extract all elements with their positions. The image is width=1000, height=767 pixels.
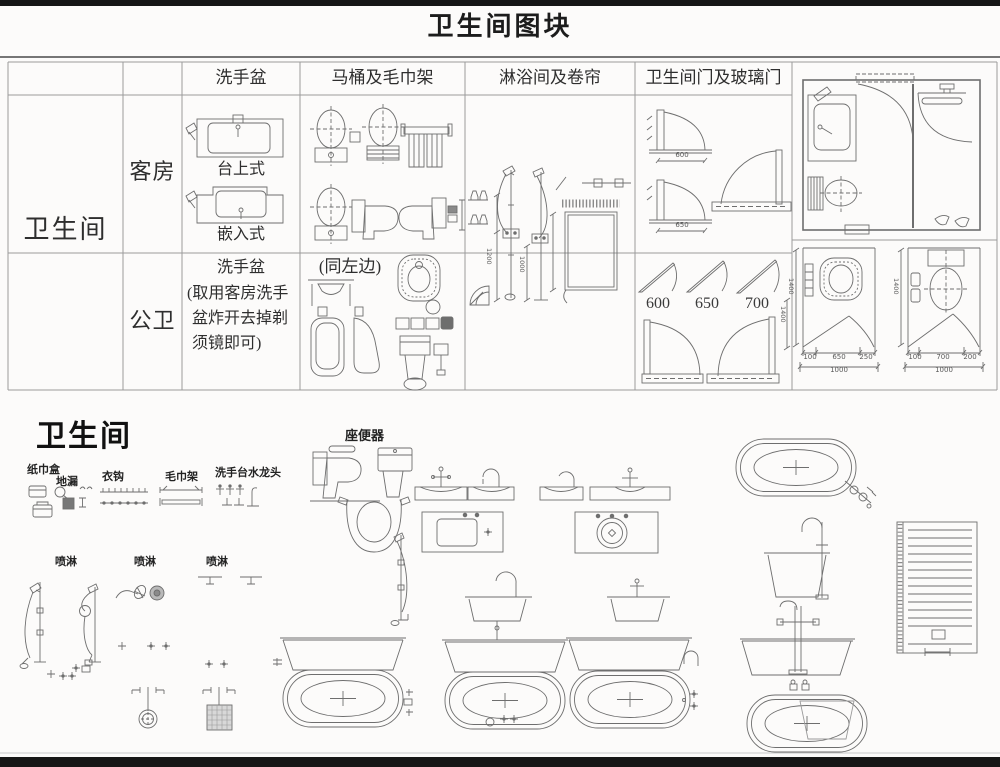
- shower-height-dim-1200: 1200: [485, 248, 494, 265]
- shower-height-dim-1000: 1000: [518, 256, 527, 273]
- stall-left-w2: 650: [832, 353, 846, 361]
- column-header-toilet-towel: 马桶及毛巾架: [331, 68, 434, 87]
- row-header-guest: 客房: [129, 159, 176, 184]
- stall-left-total: 1000: [830, 366, 848, 374]
- row-header-public: 公卫: [129, 308, 176, 333]
- legend-title: 卫生间: [36, 420, 132, 453]
- door-size-600: 600: [646, 295, 670, 312]
- legend-label-spray-1: 喷淋: [55, 556, 77, 568]
- legend-label-towel-rack: 毛巾架: [165, 471, 198, 483]
- door-dim-600: 600: [675, 151, 689, 159]
- top-border-strip: [0, 0, 1000, 6]
- stall-right-height-dim: 1400: [892, 278, 901, 295]
- drawing-stalls: [792, 247, 986, 372]
- door-height-dim: 1400: [779, 306, 788, 323]
- drawing-shower-column: [468, 165, 631, 306]
- drawing-basins: [414, 466, 671, 554]
- public-sink-note-line3: 盆炸开去掉剃: [192, 310, 289, 327]
- drawing-doors-public: [637, 259, 791, 384]
- column-header-shower-blind: 淋浴间及卷帘: [499, 68, 601, 87]
- stall-right-w3: 200: [963, 353, 977, 361]
- stall-left-height-dim: 1400: [787, 278, 796, 295]
- drawing-toilet-views: [310, 445, 413, 626]
- legend-label-clothes-hook: 衣钩: [102, 471, 124, 483]
- table-grid: [0, 56, 1000, 754]
- legend-label-spray-3: 喷淋: [206, 556, 228, 568]
- label-sink-countertop: 台上式: [216, 161, 265, 178]
- column-header-sink: 洗手盆: [215, 68, 267, 87]
- legend-label-floor-drain: 地漏: [56, 476, 78, 488]
- public-sink-note-line4: 须镜即可): [192, 335, 262, 352]
- bottom-border-strip: [0, 757, 1000, 767]
- drawing-doors-guest: [646, 109, 792, 234]
- drawing-legend-symbols: [28, 484, 259, 518]
- stall-right-total: 1000: [935, 366, 953, 374]
- door-size-650: 650: [695, 295, 719, 312]
- door-size-700: 700: [745, 295, 769, 312]
- drawing-tubs: [273, 438, 978, 753]
- drawing-toilets-guest: [309, 103, 465, 245]
- stall-left-w1: 100: [803, 353, 817, 361]
- drawing-sink-countertop: [185, 114, 284, 158]
- column-header-doors: 卫生间门及玻璃门: [645, 68, 782, 87]
- drawing-sink-embedded: [185, 186, 284, 224]
- public-sink-note-line2: (取用客房洗手: [187, 285, 289, 302]
- legend-label-toilet: 座便器: [345, 428, 385, 443]
- drawing-toilets-public: [308, 254, 454, 391]
- stall-left-w3: 250: [859, 353, 873, 361]
- door-dim-650: 650: [675, 221, 689, 229]
- label-same-as-left: (同左边): [318, 257, 382, 276]
- page-title: 卫生间图块: [427, 12, 573, 41]
- label-sink-embedded: 嵌入式: [216, 226, 265, 243]
- row-group-bathroom: 卫生间: [23, 215, 108, 244]
- stall-right-w1: 100: [908, 353, 922, 361]
- stall-right-w2: 700: [936, 353, 950, 361]
- drawing-spray-legend: [19, 576, 262, 731]
- public-sink-note-line1: 洗手盆: [216, 259, 265, 276]
- legend-label-tissue-box: 纸巾盒: [27, 464, 60, 476]
- drawing-floorplan: [802, 73, 981, 235]
- legend-label-basin-faucet: 洗手台水龙头: [215, 467, 281, 479]
- legend-label-spray-2: 喷淋: [134, 556, 156, 568]
